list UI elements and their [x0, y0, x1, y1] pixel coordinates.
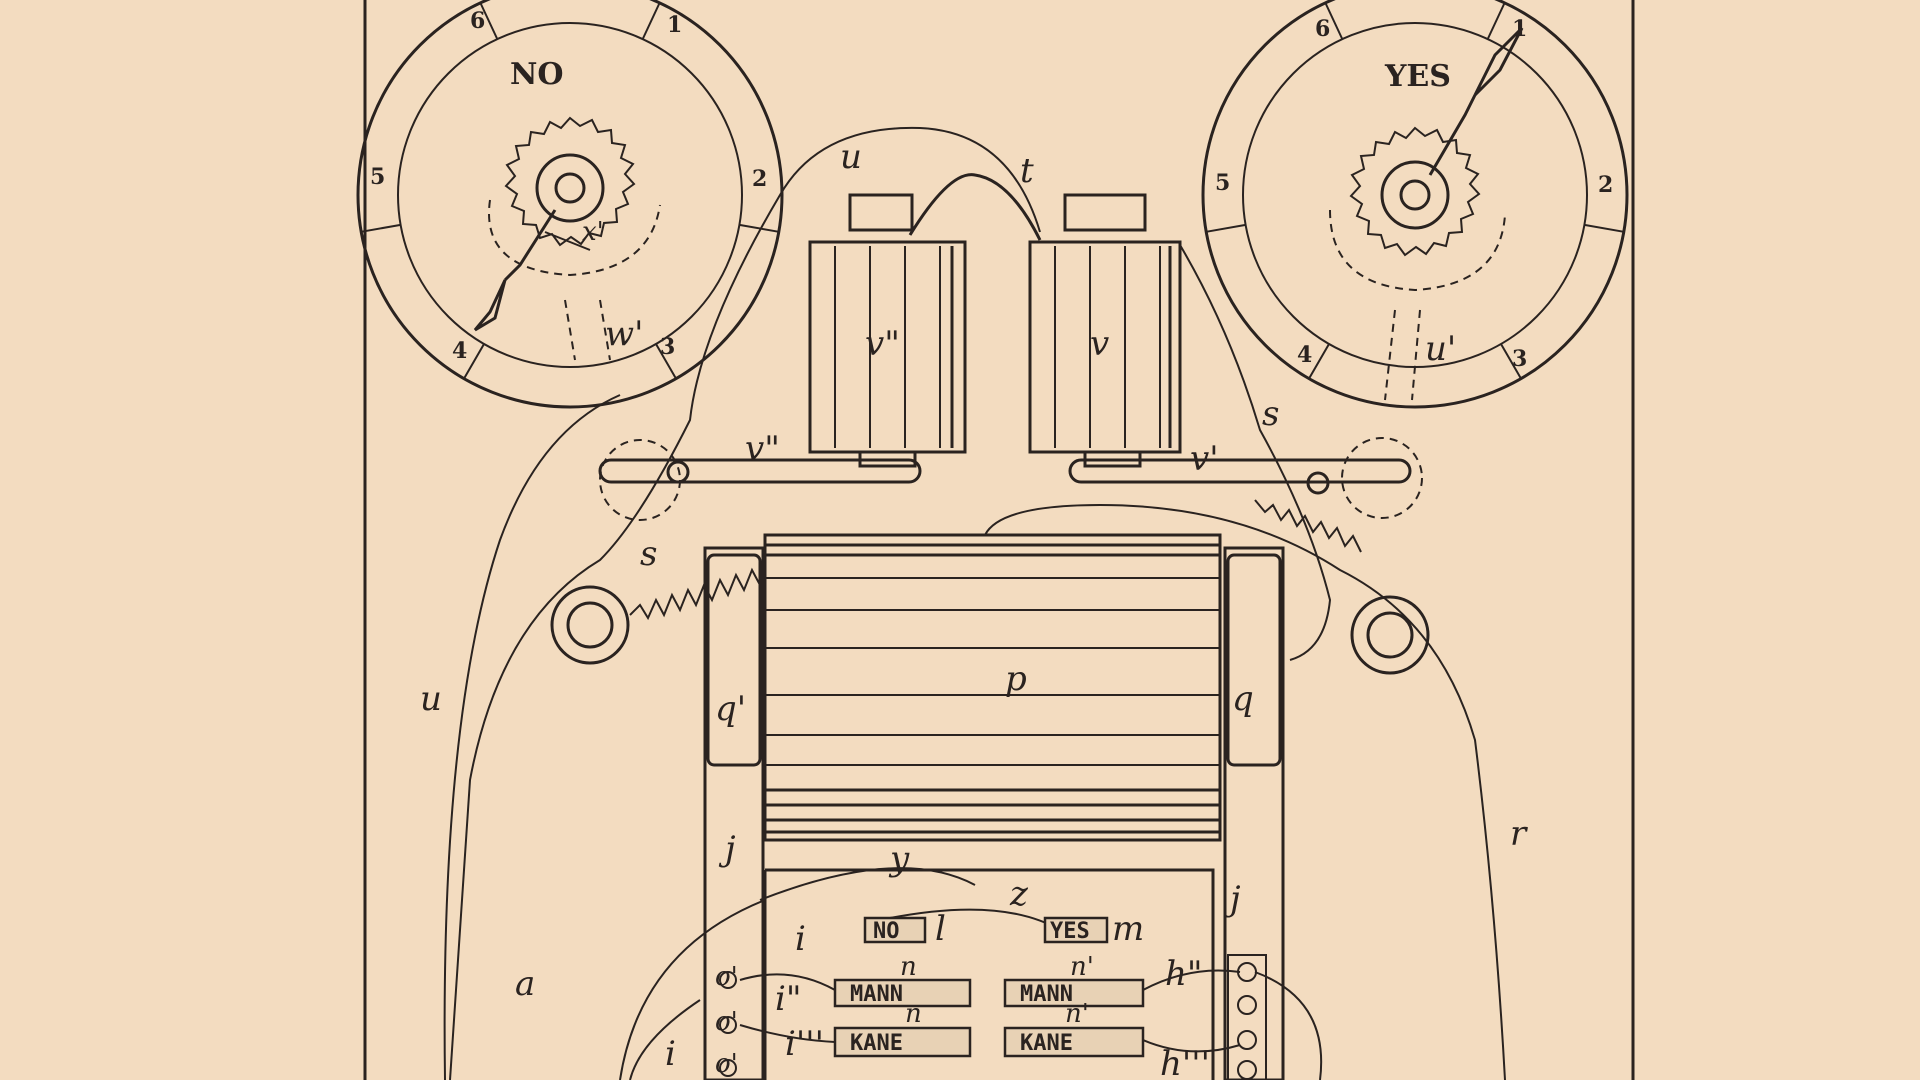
- dial-number: 5: [370, 164, 385, 190]
- terminal-strip-left: o' o' o': [619, 899, 836, 1080]
- label-z: z: [1009, 874, 1029, 914]
- label-q: q: [1232, 679, 1254, 719]
- svg-text:NO: NO: [873, 919, 900, 944]
- lever-right: v': [1068, 437, 1423, 519]
- dial-word-yes: YES: [1384, 59, 1451, 94]
- wire-s: [1179, 244, 1332, 661]
- plate-no: NO: [863, 916, 927, 944]
- label-s-right: s: [1262, 394, 1279, 434]
- electromagnet-right: v: [1028, 193, 1182, 468]
- label-v: v: [1090, 324, 1109, 364]
- dial-number: 3: [660, 334, 675, 360]
- svg-text:YES: YES: [1050, 919, 1090, 944]
- label-n4: n': [1065, 999, 1089, 1029]
- label-v1-lever: v': [1190, 439, 1219, 479]
- svg-text:KANE: KANE: [850, 1031, 903, 1056]
- label-m: m: [1112, 909, 1144, 949]
- label-u1: u': [1425, 329, 1456, 369]
- dial-number: 3: [1512, 346, 1527, 372]
- label-i2: i": [775, 979, 802, 1019]
- label-v2: v": [865, 324, 900, 364]
- label-n3: n: [905, 999, 922, 1029]
- spring-right: [1254, 499, 1362, 553]
- dial-word-no: NO: [510, 57, 564, 92]
- outer-frame: [363, 0, 1635, 1080]
- roller-p: p: [763, 533, 1222, 842]
- label-j-left: j: [718, 829, 736, 869]
- label-n1: n: [900, 952, 917, 982]
- dial-number: 6: [470, 8, 485, 34]
- binding-post-right: [1350, 595, 1430, 675]
- dial-number: 4: [1297, 342, 1312, 368]
- wire-t: [908, 173, 1042, 241]
- left-dial-no: NO 6 1 2 3 4 5 x' w': [356, 0, 784, 409]
- dial-number: 4: [452, 338, 467, 364]
- label-l: l: [935, 909, 946, 949]
- plate-mann-left: MANN: [833, 978, 972, 1008]
- label-s-left: s: [640, 534, 657, 574]
- spring-left: [629, 567, 761, 621]
- label-u-left: u: [420, 679, 442, 719]
- dial-number: 2: [752, 166, 767, 192]
- plate-mann-right: MANN: [1003, 978, 1145, 1008]
- label-i-low: i: [665, 1034, 676, 1074]
- ratchet-wheel: [504, 116, 636, 247]
- label-o1: o': [715, 962, 738, 992]
- label-w1: w': [605, 314, 643, 354]
- binding-post-left: [550, 585, 630, 665]
- label-q1: q': [715, 689, 746, 729]
- wire-r: [984, 503, 1506, 1080]
- label-n2: n': [1070, 952, 1094, 982]
- label-i3: i''': [785, 1024, 824, 1064]
- lower-board: y z: [759, 839, 1215, 1080]
- label-r: r: [1510, 814, 1528, 854]
- label-y: y: [888, 839, 910, 879]
- label-p: p: [1005, 659, 1027, 699]
- svg-text:MANN: MANN: [1020, 982, 1073, 1007]
- label-v2-lever: v": [745, 429, 780, 469]
- label-o2: o': [715, 1007, 738, 1037]
- lever-left: v": [598, 429, 922, 521]
- svg-text:MANN: MANN: [850, 982, 903, 1007]
- electromagnet-left: v": [808, 193, 967, 468]
- label-t: t: [1020, 151, 1034, 191]
- dial-number: 5: [1215, 170, 1230, 196]
- label-u-top: u: [840, 137, 862, 177]
- label-x1: x': [582, 217, 604, 247]
- wire-u: [449, 126, 1041, 1080]
- body-outline-left: [443, 394, 621, 1080]
- plate-kane-left: KANE: [833, 1026, 972, 1058]
- terminal-strip-right: h" h''': [1142, 954, 1323, 1080]
- ratchet-wheel: [1349, 126, 1481, 257]
- right-dial-yes: YES 6 1 2 3 4 5 u': [1201, 0, 1629, 409]
- dial-number: 1: [667, 12, 682, 38]
- label-i: i: [795, 919, 806, 959]
- label-h3: h''': [1160, 1044, 1210, 1080]
- plate-kane-right: KANE: [1003, 1026, 1145, 1058]
- svg-text:KANE: KANE: [1020, 1031, 1073, 1056]
- dial-number: 2: [1598, 172, 1613, 198]
- label-a: a: [515, 964, 535, 1004]
- label-o3: o': [715, 1049, 738, 1079]
- label-h2: h": [1165, 954, 1203, 994]
- dial-number: 6: [1315, 16, 1330, 42]
- plate-yes: YES: [1043, 916, 1109, 944]
